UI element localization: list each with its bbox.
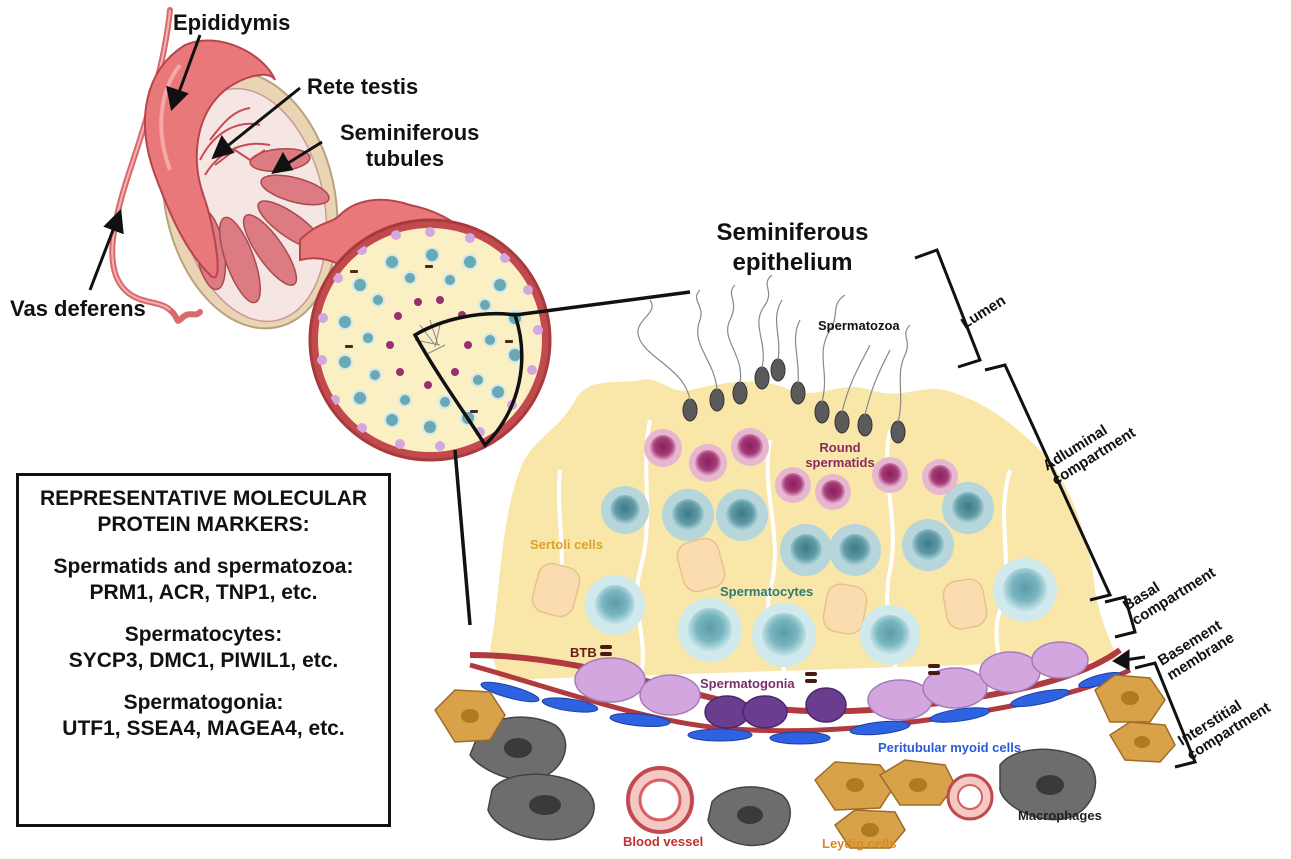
leydig-cells-label: Leydig cells	[822, 836, 896, 851]
round-spermatids-line1: Round	[800, 440, 880, 455]
spermatocytes-label: Spermatocytes	[720, 584, 813, 599]
markers-title-line1: REPRESENTATIVE MOLECULAR	[19, 486, 388, 512]
seminiferous-tubules-line1: Seminiferous	[340, 120, 470, 146]
rete-testis-label: Rete testis	[307, 74, 418, 100]
sertoli-cells-label: Sertoli cells	[530, 537, 603, 552]
tubule-cross-section	[310, 220, 550, 460]
spermatocytes-markers-list: SYCP3, DMC1, PIWIL1, etc.	[19, 648, 388, 674]
round-spermatids-label: Round spermatids	[800, 440, 880, 470]
blood-vessel-label: Blood vessel	[623, 834, 703, 849]
zoom-line-bottom	[455, 450, 470, 625]
seminiferous-tubules-label: Seminiferous tubules	[340, 120, 470, 172]
molecular-markers-box: REPRESENTATIVE MOLECULAR PROTEIN MARKERS…	[16, 473, 391, 827]
btb-label: BTB	[570, 645, 597, 660]
round-spermatids-line2: spermatids	[800, 455, 880, 470]
peritubular-myoid-label: Peritubular myoid cells	[878, 740, 1021, 755]
epithelium-title-line1: Seminiferous	[710, 218, 875, 248]
spermatids-markers-list: PRM1, ACR, TNP1, etc.	[19, 580, 388, 606]
epididymis-label: Epididymis	[173, 10, 290, 36]
spermatogonia-markers-list: UTF1, SSEA4, MAGEA4, etc.	[19, 716, 388, 742]
markers-title-line2: PROTEIN MARKERS:	[19, 512, 388, 538]
macrophages-label: Macrophages	[1018, 808, 1102, 823]
vas-deferens-label: Vas deferens	[10, 296, 146, 322]
seminiferous-tubules-line2: tubules	[340, 146, 470, 172]
spermatocytes-markers-title: Spermatocytes:	[19, 622, 388, 648]
spermatids-markers-title: Spermatids and spermatozoa:	[19, 554, 388, 580]
spermatozoa-label: Spermatozoa	[818, 318, 900, 333]
spermatogonia-markers-title: Spermatogonia:	[19, 690, 388, 716]
epithelium-title: Seminiferous epithelium	[710, 218, 875, 278]
epithelium-title-line2: epithelium	[710, 248, 875, 278]
spermatogonia-label: Spermatogonia	[700, 676, 795, 691]
